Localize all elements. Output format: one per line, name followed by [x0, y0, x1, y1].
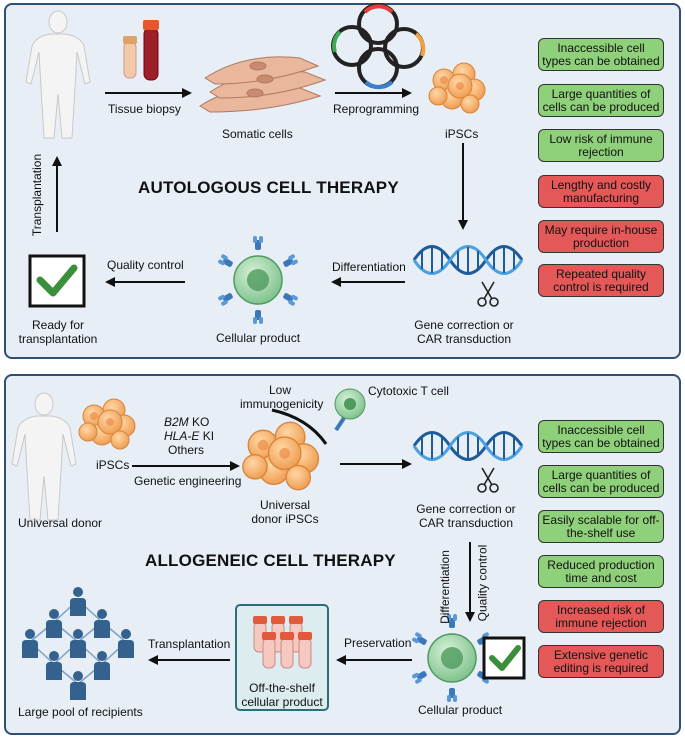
allo-disadvantage-1: Increased risk of immune rejection [538, 600, 664, 633]
label-gene-correction-allo: Gene correction or CAR transduction [416, 502, 516, 530]
label-quality-control-allo: Quality control [475, 544, 490, 622]
label-preservation: Preservation [344, 636, 412, 650]
label-recipients: Large pool of recipients [18, 705, 143, 719]
hla-e-op: KI [202, 429, 215, 443]
reprogramming-plasmids-icon [331, 3, 426, 90]
hla-e-gene: HLA-E [164, 429, 200, 443]
somatic-cells-icon [199, 56, 327, 113]
b2m-op: KO [192, 415, 210, 429]
ipsc-cluster-icon [428, 62, 486, 114]
label-reprogramming: Reprogramming [333, 102, 420, 116]
label-universal-donor: Universal donor [18, 516, 103, 530]
patient-figure [25, 10, 91, 139]
auto-disadvantage-1: Lengthy and costly manufacturing [538, 175, 664, 208]
label-differentiation-allo: Differentiation [437, 550, 452, 624]
universal-ipsc-cluster-icon [242, 421, 320, 491]
scissors-icon-allo [477, 467, 499, 493]
universal-donor-figure [11, 392, 77, 521]
auto-disadvantage-2: May require in-house production [538, 220, 664, 253]
autologous-title: AUTOLOGOUS CELL THERAPY [138, 178, 399, 197]
label-cytotoxic-t-cell: Cytotoxic T cell [368, 384, 449, 398]
label-donor-ipscs: iPSCs [96, 458, 130, 472]
allo-advantage-2: Large quantities of cells can be produce… [538, 465, 664, 498]
cellular-product-icon-allo [411, 614, 492, 702]
label-somatic-cells: Somatic cells [222, 127, 293, 141]
label-transplantation: Transplantation [30, 153, 45, 237]
allogeneic-title: ALLOGENEIC CELL THERAPY [145, 551, 396, 570]
allo-advantage-3: Easily scalable for off-the-shelf use [538, 510, 664, 543]
label-transplantation-allo: Transplantation [148, 637, 231, 651]
t-cell-icon [334, 388, 366, 432]
recipients-network-icon [22, 587, 134, 700]
label-universal-ipscs: Universal donor iPSCs [251, 498, 319, 526]
cellular-product-icon [217, 236, 298, 324]
check-icon [28, 254, 86, 308]
dna-icon-allo [412, 431, 524, 461]
label-hla-e-ki: HLA-E KI [164, 429, 214, 443]
scissors-icon [477, 281, 499, 307]
label-b2m-ko: B2M KO [164, 415, 209, 429]
off-the-shelf-product-icon [235, 604, 329, 711]
label-others: Others [168, 443, 205, 457]
label-cellular-product-allo: Cellular product [418, 703, 503, 717]
auto-disadvantage-3: Repeated quality control is required [538, 264, 664, 297]
check-icon-allo [482, 636, 526, 680]
auto-advantage-2: Large quantities of cells can be produce… [538, 84, 664, 117]
label-ready: Ready for transplantation [18, 318, 98, 346]
label-tissue-biopsy: Tissue biopsy [108, 102, 181, 116]
dna-icon [412, 245, 524, 275]
allo-advantage-4: Reduced production time and cost [538, 555, 664, 588]
allo-disadvantage-2: Extensive genetic editing is required [538, 645, 664, 678]
label-low-immunogenicity: Low immunogenicity [240, 383, 324, 411]
label-differentiation: Differentiation [332, 260, 406, 274]
donor-ipsc-cluster-icon [78, 398, 136, 450]
label-off-the-shelf: Off-the-shelf cellular product [241, 681, 323, 709]
label-gene-correction: Gene correction or CAR transduction [414, 318, 514, 346]
allo-advantage-1: Inaccessible cell types can be obtained [538, 420, 664, 453]
immune-shield-line [271, 408, 328, 445]
auto-advantage-3: Low risk of immune rejection [538, 129, 664, 162]
auto-advantage-1: Inaccessible cell types can be obtained [538, 38, 664, 71]
b2m-gene: B2M [164, 415, 189, 429]
blood-tube-icon [123, 20, 159, 81]
label-genetic-engineering: Genetic engineering [134, 474, 242, 488]
label-ipscs: iPSCs [445, 127, 479, 141]
label-quality-control: Quality control [107, 258, 184, 272]
label-cellular-product: Cellular product [216, 331, 301, 345]
